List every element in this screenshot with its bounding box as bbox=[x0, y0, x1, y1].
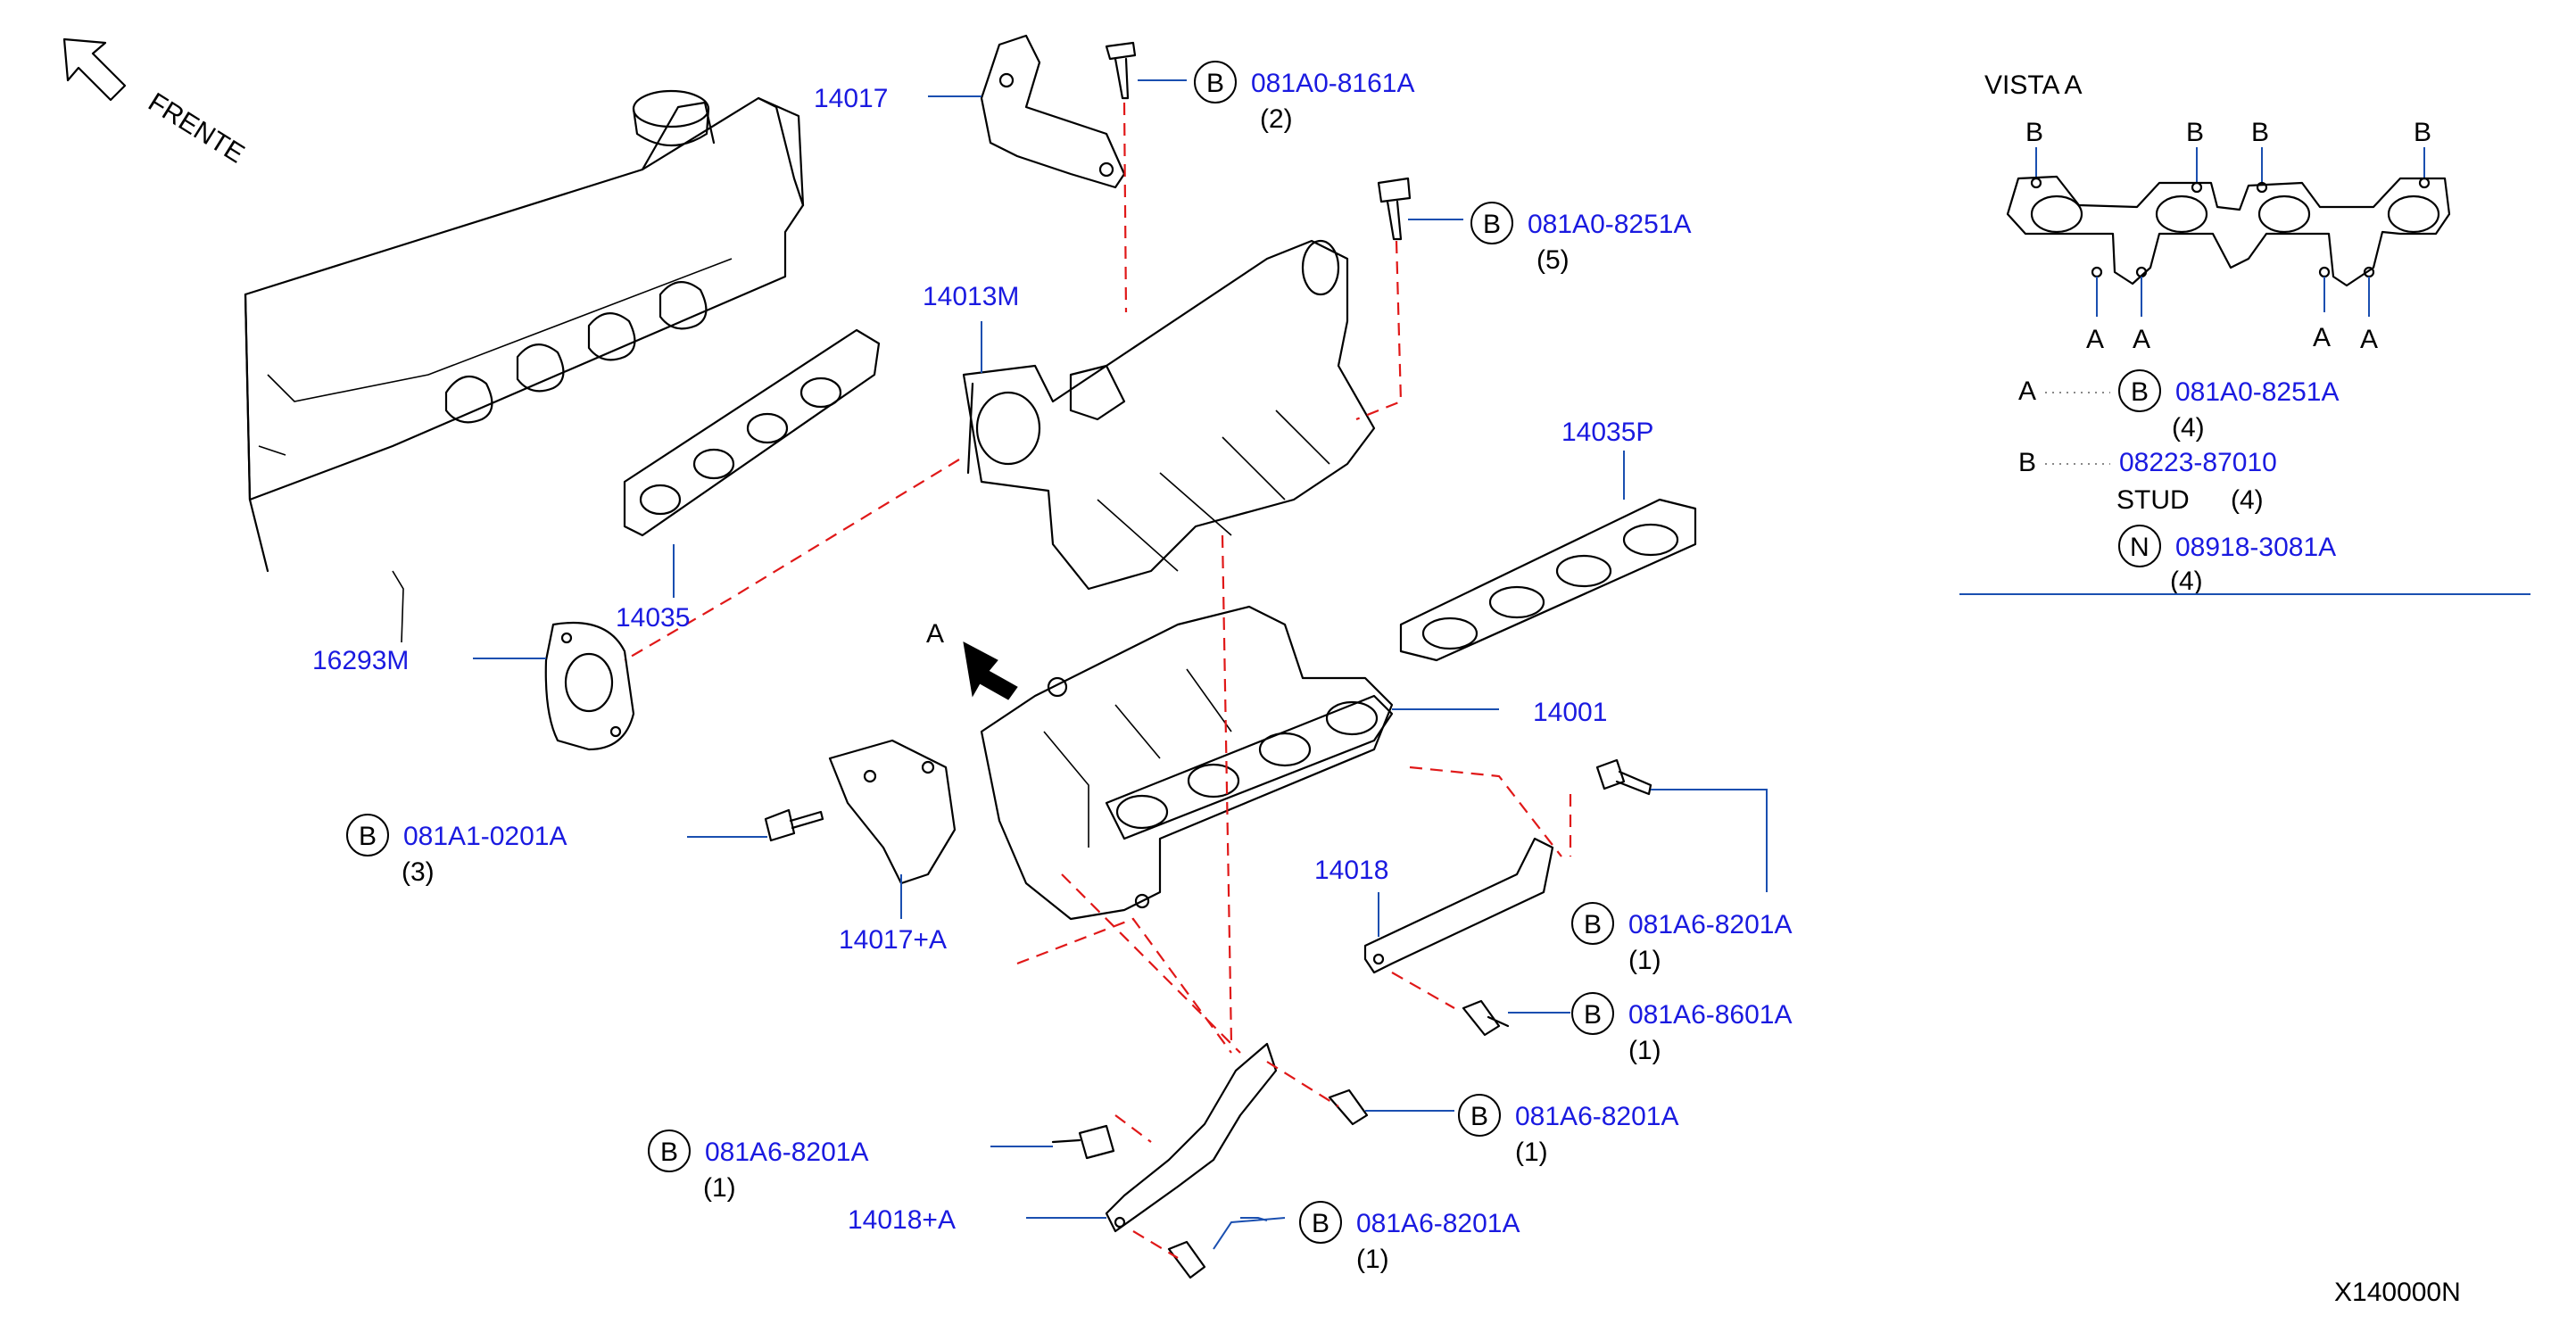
gasket-16293m-drawing bbox=[544, 621, 635, 751]
legend-n-part: 08918-3081A bbox=[2175, 533, 2336, 562]
bolt-qty: (1) bbox=[703, 1173, 736, 1203]
vista-title: VISTA A bbox=[1984, 70, 2083, 100]
callout-14035p: 14035P bbox=[1561, 418, 1653, 447]
bracket-14017-drawing bbox=[980, 34, 1126, 189]
cylinder-head-drawing bbox=[244, 89, 805, 643]
legend-a-part: 081A0-8251A bbox=[2175, 377, 2340, 407]
bracket-14018-drawing bbox=[1363, 837, 1554, 974]
bolt-label-081a1-0201a: B 081A1-0201A (3) bbox=[346, 814, 567, 887]
bolt-part-number: 081A1-0201A bbox=[403, 822, 567, 851]
bolt-label-081a0-8251a: B 081A0-8251A (5) bbox=[1470, 202, 1692, 275]
bolt-mark: B bbox=[1584, 910, 1602, 939]
drawing-code: X140000N bbox=[2334, 1278, 2461, 1307]
gasket-14035-drawing bbox=[623, 328, 881, 537]
frente-label: FRENTE bbox=[143, 87, 249, 170]
bolt-icon-4 bbox=[1595, 758, 1652, 796]
bolt-label-081a6-8601a: B 081A6-8601A (1) bbox=[1571, 992, 1793, 1065]
bolt-mark: B bbox=[1470, 1102, 1488, 1131]
vista-b-label: B bbox=[2186, 118, 2204, 147]
bolt-qty: (1) bbox=[1515, 1138, 1548, 1167]
bolt-qty: (3) bbox=[402, 857, 435, 887]
bolt-part-number: 081A6-8201A bbox=[1515, 1102, 1679, 1131]
collector-14013m-drawing bbox=[962, 239, 1376, 591]
vista-a-panel: VISTA A B B B B A A A A A B 081A0-8251A … bbox=[1959, 70, 2530, 596]
bolt-qty: (5) bbox=[1536, 245, 1570, 275]
vista-b-label: B bbox=[2251, 118, 2269, 147]
dashed-guides bbox=[624, 102, 1572, 1259]
vista-a-label: A bbox=[2313, 323, 2331, 352]
bolt-icon-6 bbox=[1328, 1088, 1369, 1126]
frente-arrow-icon bbox=[62, 37, 127, 102]
bolt-qty: (1) bbox=[1628, 946, 1661, 975]
bolt-mark: B bbox=[1206, 69, 1224, 98]
bolt-qty: (1) bbox=[1628, 1036, 1661, 1065]
bolt-mark: B bbox=[1584, 1000, 1602, 1030]
vista-b-label: B bbox=[2414, 118, 2431, 147]
bolt-label-081a6-8201a-left: B 081A6-8201A (1) bbox=[648, 1130, 869, 1203]
legend-a-qty: (4) bbox=[2172, 413, 2205, 443]
legend-n-qty: (4) bbox=[2170, 567, 2203, 596]
manifold-14001-drawing bbox=[980, 605, 1394, 921]
bolt-label-081a6-8201a-right: B 081A6-8201A (1) bbox=[1571, 902, 1793, 975]
view-a-arrow-icon bbox=[963, 641, 1018, 700]
vista-b-label: B bbox=[2025, 118, 2043, 147]
callout-14013m: 14013M bbox=[923, 282, 1019, 311]
bolt-mark: B bbox=[1483, 210, 1501, 239]
bolt-part-number: 081A0-8251A bbox=[1528, 210, 1692, 239]
bolt-part-number: 081A6-8201A bbox=[1628, 910, 1793, 939]
bolt-icon-5 bbox=[1462, 999, 1510, 1037]
bolt-qty: (2) bbox=[1260, 104, 1293, 134]
callout-14017: 14017 bbox=[814, 84, 888, 113]
legend-n-mark: N bbox=[2130, 533, 2149, 562]
bracket-14018a-drawing bbox=[1105, 1042, 1278, 1233]
bolt-label-081a6-8201a-bottom: B 081A6-8201A (1) bbox=[1299, 1201, 1520, 1274]
bolt-icon-1 bbox=[1105, 41, 1137, 100]
bolt-icon-3 bbox=[764, 808, 824, 842]
legend-b-qty: (4) bbox=[2231, 485, 2264, 515]
vista-a-label: A bbox=[2360, 325, 2378, 354]
bolt-qty: (1) bbox=[1356, 1245, 1389, 1274]
bolt-label-081a6-8201a-mid: B 081A6-8201A (1) bbox=[1458, 1094, 1679, 1167]
bolt-icon-8 bbox=[1167, 1240, 1206, 1279]
bolt-mark: B bbox=[660, 1138, 678, 1167]
bolt-part-number: 081A6-8201A bbox=[1356, 1209, 1520, 1238]
bolt-label-081a0-8161a: B 081A0-8161A (2) bbox=[1194, 61, 1415, 134]
leader-lines bbox=[473, 79, 1768, 1250]
callout-14017a: 14017+A bbox=[839, 925, 947, 955]
legend-b-key: B bbox=[2018, 448, 2036, 477]
gasket-14035p-drawing bbox=[1399, 498, 1697, 662]
bolt-icon-2 bbox=[1377, 177, 1412, 241]
legend-b-desc: STUD bbox=[2116, 485, 2190, 515]
bracket-14017a-drawing bbox=[828, 739, 957, 885]
legend-b-part: 08223-87010 bbox=[2119, 448, 2277, 477]
legend-a-key: A bbox=[2018, 377, 2036, 406]
vista-a-label: A bbox=[2133, 325, 2150, 354]
bolt-part-number: 081A6-8201A bbox=[705, 1138, 869, 1167]
callout-14001: 14001 bbox=[1533, 698, 1607, 727]
bolt-part-number: 081A0-8161A bbox=[1251, 69, 1415, 98]
callout-16293m: 16293M bbox=[312, 646, 409, 675]
bolt-icon-7 bbox=[1051, 1124, 1115, 1160]
bolt-mark: B bbox=[359, 822, 377, 851]
vista-a-label: A bbox=[2086, 325, 2104, 354]
callout-14018: 14018 bbox=[1314, 856, 1388, 885]
callout-14018a: 14018+A bbox=[848, 1205, 956, 1235]
view-a-label: A bbox=[926, 619, 944, 649]
legend-a-mark: B bbox=[2131, 377, 2149, 407]
callout-14035: 14035 bbox=[616, 603, 690, 633]
bolt-mark: B bbox=[1312, 1209, 1329, 1238]
bolt-part-number: 081A6-8601A bbox=[1628, 1000, 1793, 1030]
